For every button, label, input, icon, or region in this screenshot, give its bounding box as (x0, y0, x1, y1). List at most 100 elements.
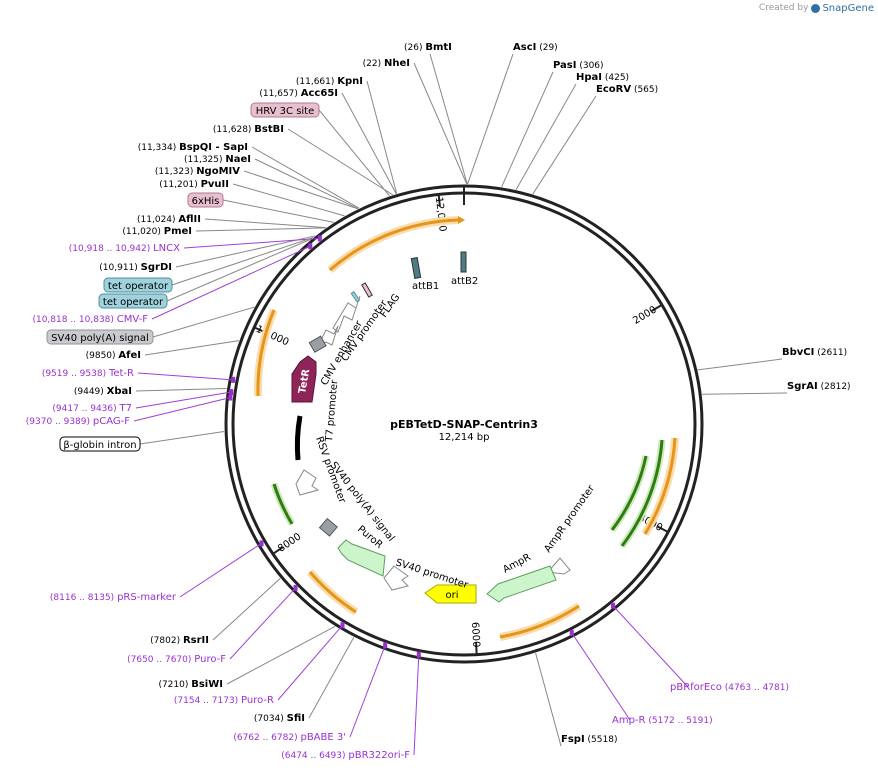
site-position: (11,020) (122, 227, 163, 237)
site-label-left: (7802) RsrII (150, 635, 209, 646)
site-name: BstBI (254, 124, 284, 135)
primer-range: (9519 .. 9538) (42, 369, 109, 379)
site-name: SgrAI (787, 381, 818, 392)
tick-label: 12,000 (433, 196, 448, 232)
site-leader-line (429, 53, 468, 185)
primer-mark (228, 394, 233, 401)
site-position: (22) (363, 59, 384, 69)
primer-mark (231, 376, 236, 383)
primer-range: (5172 .. 5191) (646, 716, 713, 726)
site-name: BspQI (179, 142, 212, 153)
primer-name: pBRforEco (670, 682, 722, 693)
site-name: NgoMIV (196, 166, 240, 177)
site-name: BsiWI (191, 679, 223, 690)
feature-label: tet operator (108, 281, 169, 292)
site-leader-line (144, 340, 240, 356)
tick-label: 2000 (631, 304, 658, 327)
primer-range: (7154 .. 7173) (174, 696, 241, 706)
feature-label: HRV 3C site (256, 106, 315, 117)
cmv-enhancer-label: CMV enhancer (319, 318, 365, 387)
credit-brand: SnapGene (822, 2, 874, 14)
site-name: NaeI (225, 154, 251, 165)
primer-leader-line (133, 397, 231, 422)
primer-label: (9370 .. 9389) pCAG-F (26, 416, 130, 427)
feature-label-box (187, 192, 224, 208)
primer-name: pBABE 3' (300, 732, 346, 743)
primer-name: Puro-R (241, 695, 274, 706)
rsv-promoter-arrow (295, 469, 320, 496)
primer-range: (4763 .. 4781) (722, 683, 789, 693)
ampr-promoter-arrow (547, 557, 571, 575)
site-name: PasI (553, 60, 576, 71)
primer-range: (9417 .. 9436) (52, 404, 119, 414)
feature-leader-line (166, 238, 312, 302)
site-leader-line (532, 95, 597, 195)
primer-name: Puro-F (194, 654, 226, 665)
primer-label: pBRforEco (4763 .. 4781) (670, 682, 789, 693)
t7-promoter-label: T7 promoter (324, 379, 341, 444)
primer-name: pRS-marker (117, 592, 177, 603)
feature-label-box (98, 293, 168, 309)
orf-arc-lower-left (306, 569, 359, 616)
ori-label: ori (445, 590, 458, 601)
primer-label: (10,918 .. 10,942) LNCX (69, 243, 180, 254)
green-arc-right-outer (619, 439, 666, 549)
site-position: (11,201) (159, 180, 200, 190)
primer-mark (416, 651, 421, 658)
primer-mark (569, 629, 574, 636)
primer-range: (7650 .. 7670) (127, 655, 194, 665)
site-position: (11,661) (296, 77, 337, 87)
ampr-promoter-label: AmpR promoter (542, 483, 597, 555)
site-label-left: (11,201) PvuII (159, 179, 229, 190)
gray-feature-cmv (308, 335, 327, 353)
tick-label: 6000 (469, 622, 481, 648)
site-leader-line (254, 158, 359, 210)
primer-name: Tet-R (108, 368, 134, 379)
site-leader-line (226, 625, 336, 685)
primer-label: (7650 .. 7670) Puro-F (127, 654, 226, 665)
attb1-marker (410, 257, 422, 279)
primer-leader-line (413, 654, 420, 756)
attb2-label: attB2 (451, 276, 478, 287)
site-label-left: (9850) AfeI (86, 350, 141, 361)
site-label-left: (11,334) BspQI - SapI (138, 142, 248, 153)
primer-leader-line (151, 245, 311, 320)
site-position: (29) (536, 43, 557, 53)
orf-arc-bottom (499, 602, 582, 641)
primer-range: (10,918 .. 10,942) (69, 244, 153, 254)
feature-leader-line (222, 199, 334, 223)
feature-label: β-globin intron (63, 440, 136, 451)
site-leader-line (515, 83, 577, 190)
site-name: BbvCI (782, 347, 814, 358)
tick-mark (657, 525, 668, 533)
primer-label: (6474 .. 6493) pBR322ori-F (281, 750, 410, 761)
primer-mark (308, 243, 313, 250)
primer-leader-line (179, 542, 262, 598)
site-label-right: SgrAI (2812) (787, 381, 851, 392)
primer-label: Amp-R (5172 .. 5191) (612, 715, 713, 726)
site-label-right: HpaI (425) (576, 72, 629, 83)
site-leader-line (232, 183, 345, 217)
tick-mark (437, 195, 441, 207)
primer-name: pCAG-F (93, 416, 130, 427)
primer-range: (10,818 .. 10,838) (32, 315, 116, 325)
site-leader-line (535, 652, 562, 747)
site-label-left: (10,911) SgrDI (99, 262, 172, 273)
site-leader-line (251, 146, 360, 209)
site-leader-line (243, 170, 358, 210)
site-name: AscI (513, 42, 536, 53)
orf-arc-left (253, 308, 278, 397)
site-position: (2611) (814, 348, 847, 358)
site-label-left: (9449) XbaI (74, 386, 132, 397)
site-name-extra: - SapI (212, 142, 248, 153)
site-label-right: FspI (5518) (561, 734, 617, 745)
primer-leader-line (277, 624, 343, 701)
primer-mark (610, 602, 615, 609)
primer-leader-line (349, 645, 386, 738)
site-name: XbaI (107, 386, 132, 397)
site-position: (565) (631, 85, 658, 95)
site-name: PvuII (201, 179, 229, 190)
site-label-left: (11,020) PmeI (122, 226, 192, 237)
sv40-promoter-arrow (383, 565, 409, 591)
